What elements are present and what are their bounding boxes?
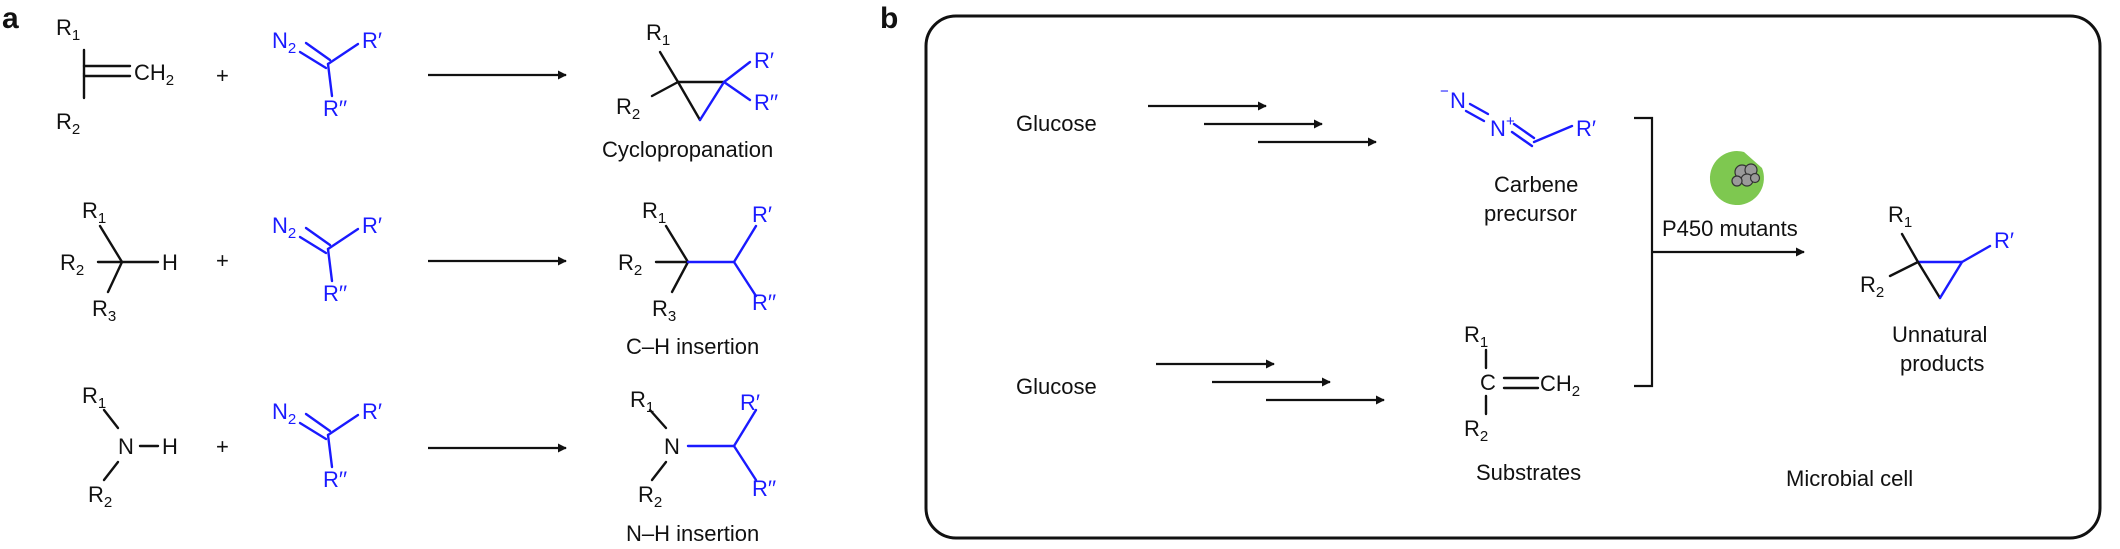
nh-product: R1 N R2 R′ R′′	[630, 387, 776, 511]
carbon-label: C	[1480, 370, 1496, 395]
r-prime-label: R′	[740, 390, 760, 415]
heme-cluster-icon	[1731, 163, 1761, 187]
n2-label: N2	[272, 213, 296, 242]
r2-label: R2	[638, 482, 662, 511]
ch-reactant: R1 R2 H R3	[60, 198, 178, 325]
diazo-n-terminal: N	[1450, 88, 1466, 113]
enzyme-label: P450 mutants	[1662, 216, 1798, 241]
diazo-reagent: N2 R′ R′′	[272, 28, 382, 121]
row-cyclopropanation: R1 R2 CH2 + N2 R′ R′′ R1 R2 R′	[56, 15, 778, 162]
label-nh-insertion: N–H insertion	[626, 521, 759, 546]
panel-a-letter: a	[2, 2, 19, 35]
label-cyclopropanation: Cyclopropanation	[602, 137, 773, 162]
r1-label: R1	[1888, 202, 1912, 231]
pathway-arrows-top	[1148, 101, 1377, 147]
r1-label: R1	[630, 387, 654, 416]
r-prime-label: R′	[752, 202, 772, 227]
n2-label: N2	[272, 28, 296, 57]
diazo-n-central: N	[1490, 116, 1506, 141]
alkene-reactant: R1 R2 CH2	[56, 15, 174, 138]
glucose-label-top: Glucose	[1016, 111, 1097, 136]
r-prime-label: R′	[1576, 116, 1596, 141]
r2-label: R2	[618, 250, 642, 279]
h-label: H	[162, 434, 178, 459]
r-prime-label: R′	[362, 28, 382, 53]
carbene-label-line1: Carbene	[1494, 172, 1578, 197]
r3-label: R3	[652, 296, 676, 325]
nh-reactant: R1 N H R2	[82, 383, 178, 511]
h-label: H	[162, 250, 178, 275]
carbene-precursor-structure: − N N + R′	[1440, 83, 1596, 148]
plus-sign: +	[216, 434, 229, 459]
r-prime-label: R′	[362, 399, 382, 424]
row-ch-insertion: R1 R2 H R3 + N2 R′ R′′ R1 R2 R3 R′	[60, 198, 776, 359]
r1-label: R1	[1464, 322, 1488, 351]
label-ch-insertion: C–H insertion	[626, 334, 759, 359]
p450-enzyme-icon	[1709, 151, 1764, 206]
r1-label: R1	[56, 15, 80, 44]
ch-product: R1 R2 R3 R′ R′′	[618, 198, 776, 325]
diazo-minus: −	[1440, 83, 1449, 100]
r2-label: R2	[88, 482, 112, 511]
microbial-cell-boundary	[924, 14, 2102, 540]
microbial-cell-label: Microbial cell	[1786, 466, 1913, 491]
glucose-label-bottom: Glucose	[1016, 374, 1097, 399]
cyclopropane-product: R1 R2 R′ R′′	[616, 20, 778, 123]
pathway-arrows-bottom	[1156, 359, 1385, 405]
r-dprime-label: R′′	[754, 90, 778, 115]
r-dprime-label: R′′	[752, 476, 776, 501]
product-structure: R1 R2 R′	[1860, 202, 2014, 301]
r2-label: R2	[1464, 416, 1488, 445]
substrate-structure: R1 C CH2 R2	[1464, 322, 1580, 445]
plus-sign: +	[216, 63, 229, 88]
n-label: N	[118, 434, 134, 459]
plus-sign: +	[216, 248, 229, 273]
r-prime-label: R′	[362, 213, 382, 238]
ch2-label: CH2	[134, 60, 174, 89]
r1-label: R1	[82, 198, 106, 227]
product-label-line1: Unnatural	[1892, 322, 1987, 347]
r-dprime-label: R′′	[323, 96, 347, 121]
diazo-reagent: N2 R′ R′′	[272, 399, 382, 492]
r3-label: R3	[92, 296, 116, 325]
r-prime-label: R′	[1994, 228, 2014, 253]
r1-label: R1	[82, 383, 106, 412]
substrates-label: Substrates	[1476, 460, 1581, 485]
carbene-label-line2: precursor	[1484, 201, 1577, 226]
row-nh-insertion: R1 N H R2 + N2 R′ R′′ R1 N R2 R′ R′′	[82, 383, 776, 546]
r2-label: R2	[60, 250, 84, 279]
r1-label: R1	[642, 198, 666, 227]
panel-b-letter: b	[880, 2, 898, 35]
product-label-line2: products	[1900, 351, 1984, 376]
bracket	[1634, 116, 1654, 388]
r-dprime-label: R′′	[323, 281, 347, 306]
r-dprime-label: R′′	[752, 290, 776, 315]
r-prime-label: R′	[754, 48, 774, 73]
n2-label: N2	[272, 399, 296, 428]
n-label: N	[664, 434, 680, 459]
r1-label: R1	[646, 20, 670, 49]
r2-label: R2	[56, 109, 80, 138]
ch2-label: CH2	[1540, 371, 1580, 400]
r-dprime-label: R′′	[323, 467, 347, 492]
r2-label: R2	[1860, 272, 1884, 301]
r2-label: R2	[616, 94, 640, 123]
diazo-reagent: N2 R′ R′′	[272, 213, 382, 306]
diazo-plus: +	[1506, 113, 1515, 130]
